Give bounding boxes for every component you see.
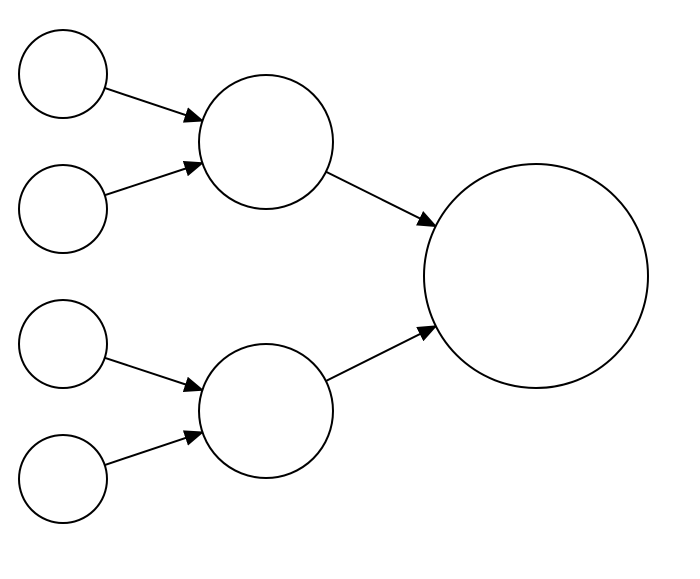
node-mid-1 bbox=[198, 74, 334, 210]
node-leaf-2 bbox=[18, 164, 108, 254]
edge-mid-1-to-root bbox=[325, 170, 438, 228]
edge-mid-2-to-root bbox=[325, 325, 438, 382]
node-root bbox=[423, 163, 649, 389]
node-mid-2 bbox=[198, 343, 334, 479]
edges-layer bbox=[104, 87, 438, 466]
edge-leaf-4-to-mid-2 bbox=[104, 430, 205, 466]
edge-leaf-2-to-mid-1 bbox=[104, 161, 205, 197]
node-leaf-4 bbox=[18, 434, 108, 524]
node-leaf-1 bbox=[18, 29, 108, 119]
edge-leaf-1-to-mid-1 bbox=[104, 87, 205, 123]
nodes-layer bbox=[18, 29, 649, 524]
node-leaf-3 bbox=[18, 299, 108, 389]
edge-leaf-3-to-mid-2 bbox=[104, 356, 205, 392]
